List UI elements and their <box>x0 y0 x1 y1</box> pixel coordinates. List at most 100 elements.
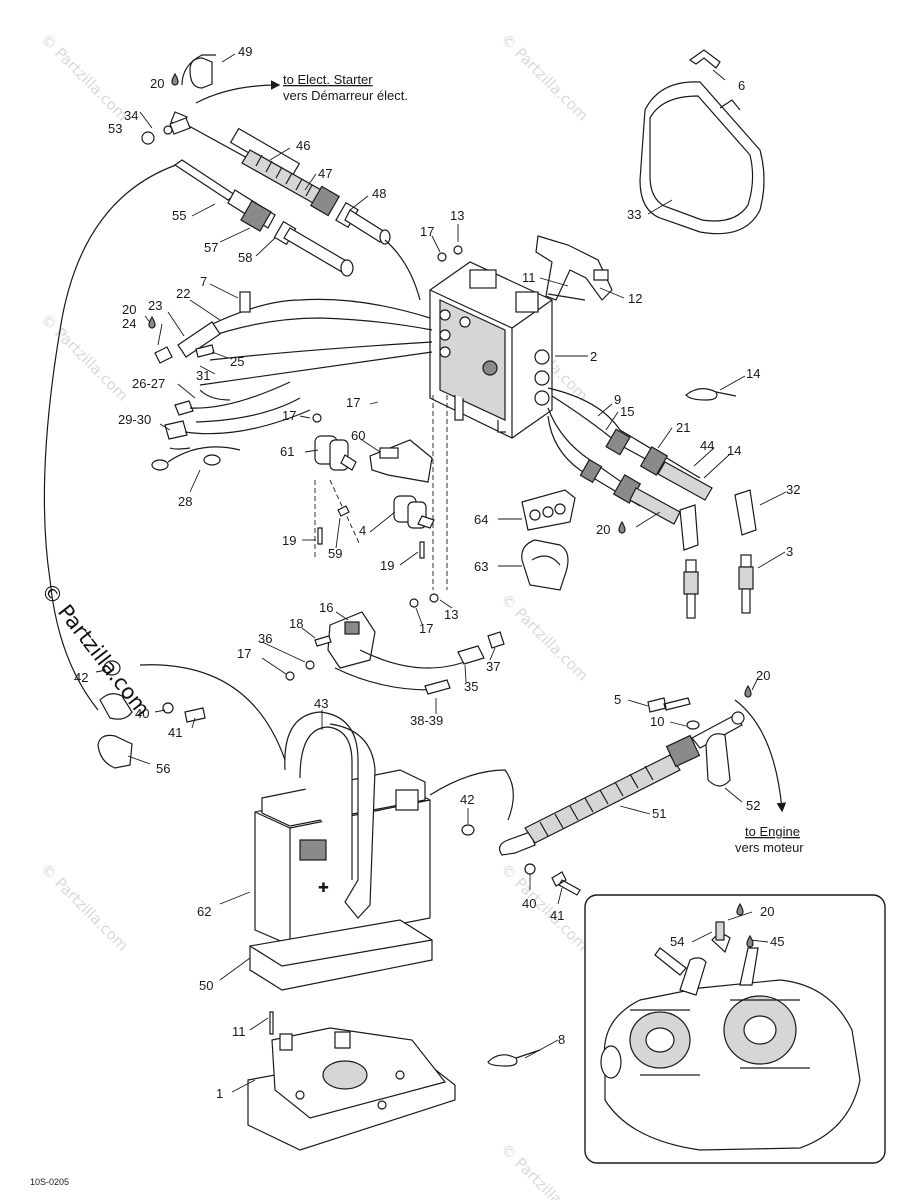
callout-23: 23 <box>148 298 162 313</box>
callout-57: 57 <box>204 240 218 255</box>
diagram-code: 10S-0205 <box>30 1177 69 1187</box>
boot-56 <box>97 734 133 769</box>
callout-59: 59 <box>328 546 342 561</box>
callout-31: 31 <box>196 368 210 383</box>
callout-17-top: 17 <box>420 224 434 239</box>
callout-33: 33 <box>627 207 641 222</box>
washer-10 <box>686 720 700 730</box>
washer-13-box <box>429 593 439 603</box>
callout-24: 24 <box>122 316 136 331</box>
note-engine-en: to Engine <box>745 824 800 839</box>
ignition-wires <box>547 387 757 551</box>
ground-cable-loop <box>43 164 177 711</box>
callout-14-mid: 14 <box>727 443 741 458</box>
callout-22: 22 <box>176 286 190 301</box>
callout-4: 4 <box>359 523 366 538</box>
spark-plugs <box>683 554 754 619</box>
mat-50 <box>249 919 433 991</box>
note-starter-fr: vers Démarreur élect. <box>283 88 408 103</box>
relay-61 <box>312 413 357 471</box>
callout-41-left: 41 <box>168 725 182 740</box>
holder-63 <box>521 539 569 591</box>
callout-53: 53 <box>108 121 122 136</box>
svg-text:© Partzilla.com: © Partzilla.com <box>497 860 592 955</box>
callout-16: 16 <box>319 600 333 615</box>
note-engine-fr: vers moteur <box>735 840 804 855</box>
washer-40-right <box>524 863 536 875</box>
starter-cable-upper <box>141 54 391 245</box>
cable-tie-8 <box>487 1049 541 1067</box>
note-starter-en: to Elect. Starter <box>283 72 373 87</box>
plus-sign: ✚ <box>318 880 329 895</box>
callout-5: 5 <box>614 692 621 707</box>
callout-37: 37 <box>486 659 500 674</box>
electrical-box <box>429 261 553 439</box>
callout-54: 54 <box>670 934 684 949</box>
callout-58: 58 <box>238 250 252 265</box>
callout-leaders <box>95 53 787 1093</box>
svg-text:© Partzilla.com: © Partzilla.com <box>37 860 132 955</box>
callout-9: 9 <box>614 392 621 407</box>
callout-40-right: 40 <box>522 896 536 911</box>
bracket-60 <box>369 439 433 483</box>
callout-11-tray: 11 <box>232 1024 246 1039</box>
screw-19-lower <box>419 541 425 559</box>
callout-38-39: 38-39 <box>410 713 443 728</box>
callout-49: 49 <box>238 44 252 59</box>
screw-59 <box>337 505 350 517</box>
callout-20-left: 20 <box>122 302 136 317</box>
callout-45: 45 <box>770 934 784 949</box>
callout-46: 46 <box>296 138 310 153</box>
callout-20-engine: 20 <box>760 904 774 919</box>
battery-62: ✚ <box>254 711 431 946</box>
washer-13-top <box>453 245 463 255</box>
svg-text:© Partzilla.com: © Partzilla.com <box>497 30 592 125</box>
cover-33 <box>639 81 765 235</box>
callout-32: 32 <box>786 482 800 497</box>
nut-17-box <box>409 598 419 608</box>
callout-40-left: 40 <box>135 706 149 721</box>
boot-52 <box>705 733 731 787</box>
callout-34: 34 <box>124 108 138 123</box>
callout-52: 52 <box>746 798 760 813</box>
callout-17-mid2: 17 <box>419 621 433 636</box>
callout-17-left: 17 <box>237 646 251 661</box>
battery-cable-arc <box>139 664 286 761</box>
svg-text:© Partzilla.com: © Partzilla.com <box>37 30 132 125</box>
mounting-bracket <box>535 235 613 301</box>
callout-43: 43 <box>314 696 328 711</box>
callout-12: 12 <box>628 291 642 306</box>
relay-4 <box>393 495 435 529</box>
callout-14-top: 14 <box>746 366 760 381</box>
callout-3: 3 <box>786 544 793 559</box>
svg-text:© Partzilla.com: © Partzilla.com <box>497 590 592 685</box>
callout-64: 64 <box>474 512 488 527</box>
callout-44: 44 <box>700 438 714 453</box>
callout-42-left: 42 <box>74 670 88 685</box>
svg-text:© Partzilla.com: © Partzilla.com <box>497 1140 592 1200</box>
nut-42-right <box>461 824 475 836</box>
callout-42-right: 42 <box>460 792 474 807</box>
callout-20-plug: 20 <box>596 522 610 537</box>
callout-61: 61 <box>280 444 294 459</box>
callout-63: 63 <box>474 559 488 574</box>
callout-10: 10 <box>650 714 664 729</box>
starter-cable-lower <box>173 159 421 301</box>
holder-64 <box>521 489 576 531</box>
callout-8: 8 <box>558 1032 565 1047</box>
key-6 <box>688 49 721 69</box>
callout-7: 7 <box>200 274 207 289</box>
terminal-42-40-41-left <box>99 660 206 723</box>
callout-13-top: 13 <box>450 208 464 223</box>
callout-26-27: 26-27 <box>132 376 165 391</box>
callout-1: 1 <box>216 1086 223 1101</box>
bolt-5 <box>647 697 691 713</box>
solenoid-16 <box>327 611 505 695</box>
callout-18: 18 <box>289 616 303 631</box>
nut-17-top <box>437 252 447 262</box>
callout-29-30: 29-30 <box>118 412 151 427</box>
callout-28: 28 <box>178 494 192 509</box>
callout-13-mid: 13 <box>444 607 458 622</box>
callout-17-mid: 17 <box>346 395 360 410</box>
